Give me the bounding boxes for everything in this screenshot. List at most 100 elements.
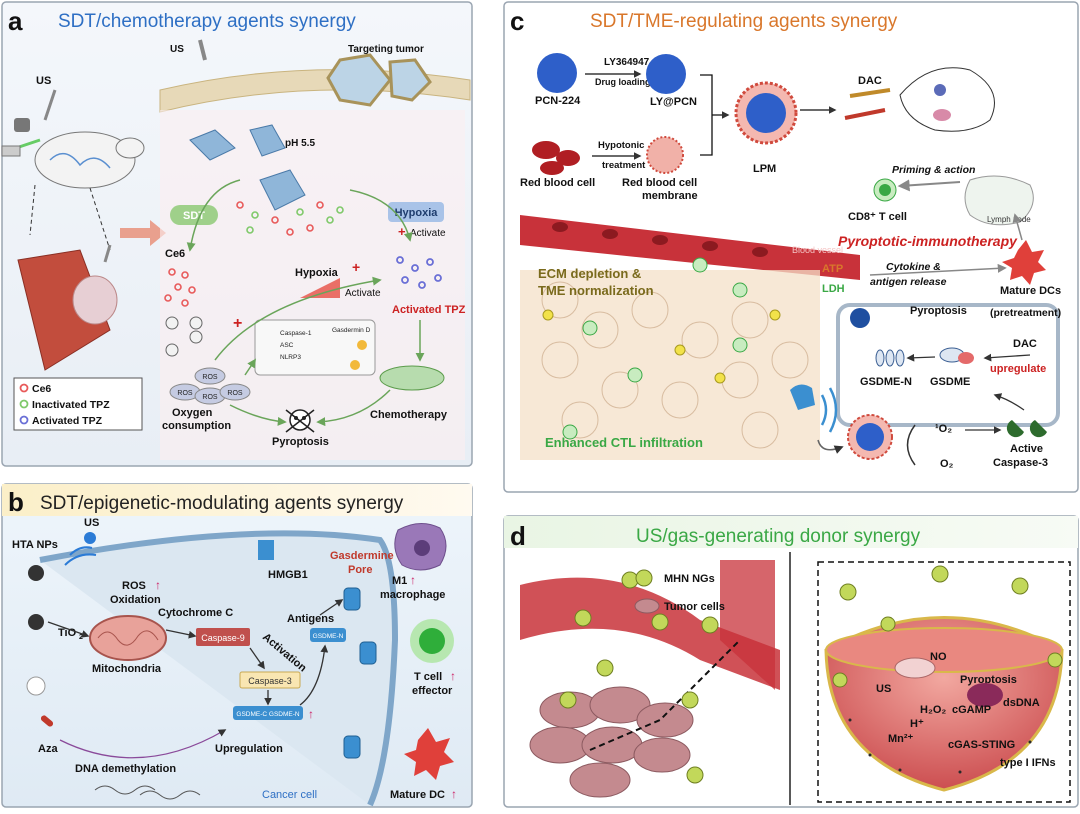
label-lypcn: LY@PCN xyxy=(650,96,697,108)
panel-b-title: SDT/epigenetic-modulating agents synergy xyxy=(40,493,404,514)
label-rbc: Red blood cell xyxy=(520,177,595,189)
o2-molecules xyxy=(165,316,203,357)
label-ecm-1: ECM depletion & xyxy=(538,266,641,281)
label-ctl: Enhanced CTL infiltration xyxy=(545,435,703,450)
svg-text:↑: ↑ xyxy=(155,578,161,592)
label-gasdermine-1: Gasdermine xyxy=(330,550,394,562)
label-rbcm-2: membrane xyxy=(642,190,698,202)
label-gasdermin: Gasdermin D xyxy=(332,327,371,334)
label-upregulate: upregulate xyxy=(990,363,1046,375)
label-pyroptosis-d: Pyroptosis xyxy=(960,674,1017,686)
legend-label-activated: Activated TPZ xyxy=(32,415,103,427)
panel-d-title: US/gas-generating donor synergy xyxy=(636,526,921,547)
label-active-2: Caspase-3 xyxy=(993,457,1048,469)
ros-label-3: ROS xyxy=(202,394,218,401)
label-ifn: type I IFNs xyxy=(1000,757,1056,769)
label-lpm: LPM xyxy=(753,163,776,175)
label-hplus: H⁺ xyxy=(910,718,924,730)
ros-clouds xyxy=(169,367,251,405)
svg-text:↑: ↑ xyxy=(308,707,314,721)
panel-d-letter: d xyxy=(510,521,526,551)
label-pyroptosis-c: Pyroptosis xyxy=(910,305,967,317)
legend-swatch-activated xyxy=(19,415,29,425)
label-active-1: Active xyxy=(1010,443,1043,455)
label-gsdmen-c: GSDME-N xyxy=(860,376,912,388)
label-cgas: cGAS-STING xyxy=(948,739,1015,751)
label-mn: Mn²⁺ xyxy=(888,733,914,745)
label-caspase9: Caspase-9 xyxy=(201,633,245,643)
label-ce6: Ce6 xyxy=(165,248,185,260)
label-pcn: PCN-224 xyxy=(535,95,581,107)
label-no: NO xyxy=(930,651,947,663)
label-hypotonic: Hypotonic xyxy=(598,140,644,151)
label-cgamp: cGAMP xyxy=(952,704,991,716)
label-oxygen-1: Oxygen xyxy=(172,407,213,419)
label-us-b: US xyxy=(84,517,99,529)
label-h2o2: H₂O₂ xyxy=(920,704,946,716)
label-dsdna: dsDNA xyxy=(1003,697,1040,709)
label-gsdme-full: GSDME-C GSDME-N xyxy=(236,711,300,718)
label-caspase3-b: Caspase-3 xyxy=(248,676,292,686)
label-atp: ATP xyxy=(822,263,843,275)
label-mito: Mitochondria xyxy=(92,663,162,675)
label-ly: LY364947 xyxy=(604,57,650,68)
label-cytc: Cytochrome C xyxy=(158,607,233,619)
label-priming: Priming & action xyxy=(892,164,975,176)
label-cancer: Cancer cell xyxy=(262,789,317,801)
label-rbcm-1: Red blood cell xyxy=(622,177,697,189)
svg-text:+: + xyxy=(398,224,406,239)
label-oxidation: Oxidation xyxy=(110,594,161,606)
label-sdt: SDT xyxy=(183,210,205,222)
label-singlet: ¹O₂ xyxy=(935,423,952,435)
svg-text:↑: ↑ xyxy=(410,573,416,587)
mouse-illustration xyxy=(1,118,145,189)
legend-swatch-inactivated xyxy=(19,399,29,409)
label-mdc-b: Mature DC xyxy=(390,789,445,801)
label-gsdme-c: GSDME xyxy=(930,376,970,388)
label-asc: ASC xyxy=(280,342,294,349)
panel-a: a SDT/chemotherapy agents synergy US US … xyxy=(1,1,473,467)
label-drug: Drug loading xyxy=(595,77,651,87)
legend-label-inactivated: Inactivated TPZ xyxy=(32,399,110,411)
label-cyto-2: antigen release xyxy=(870,276,947,288)
label-mhn: MHN NGs xyxy=(664,573,715,585)
label-ecm-2: TME normalization xyxy=(538,283,654,298)
label-dac-top: DAC xyxy=(858,75,882,87)
label-ph: pH 5.5 xyxy=(285,138,315,149)
label-activated-tpz: Activated TPZ xyxy=(392,304,466,316)
svg-text:↑: ↑ xyxy=(451,787,457,801)
skull-icon xyxy=(285,409,315,433)
panel-b: b SDT/epigenetic-modulating agents syner… xyxy=(1,483,473,808)
label-us-left: US xyxy=(36,75,51,87)
ros-label-1: ROS xyxy=(202,374,218,381)
label-tcell-1: T cell xyxy=(414,671,442,683)
label-aza: Aza xyxy=(38,743,58,755)
label-hta: HTA NPs xyxy=(12,539,58,551)
legend-label-ce6: Ce6 xyxy=(32,383,51,395)
label-caspase1: Caspase-1 xyxy=(280,330,312,337)
label-gasdermine-2: Pore xyxy=(348,564,372,576)
tumor-vessel xyxy=(17,244,118,371)
label-nlrp3: NLRP3 xyxy=(280,354,301,361)
label-activate-mid: Activate xyxy=(345,288,381,299)
label-ros-b: ROS xyxy=(122,580,146,592)
legend-swatch-ce6 xyxy=(19,383,29,393)
label-us-d: US xyxy=(876,683,891,695)
label-activate-right: Activate xyxy=(410,228,446,239)
svg-text:2: 2 xyxy=(79,634,83,641)
panel-a-letter: a xyxy=(8,6,23,36)
legend-a: Ce6 Inactivated TPZ Activated TPZ xyxy=(13,377,143,431)
ros-label-4: ROS xyxy=(227,390,243,397)
label-targeting: Targeting tumor xyxy=(348,44,424,55)
label-vessel: Blood vessel xyxy=(792,245,843,255)
panel-c: c SDT/TME-regulating agents synergy PCN-… xyxy=(503,1,1079,493)
panel-c-letter: c xyxy=(510,6,524,36)
label-hypoxia-box: Hypoxia xyxy=(395,207,439,219)
label-gsdmen-b: GSDME-N xyxy=(313,633,344,640)
label-cyto-1: Cytokine & xyxy=(886,261,941,273)
dots-cloud xyxy=(236,201,344,236)
label-treatment: treatment xyxy=(602,160,646,171)
label-chemotherapy: Chemotherapy xyxy=(370,409,448,421)
tumor-cell-cluster xyxy=(529,686,694,798)
